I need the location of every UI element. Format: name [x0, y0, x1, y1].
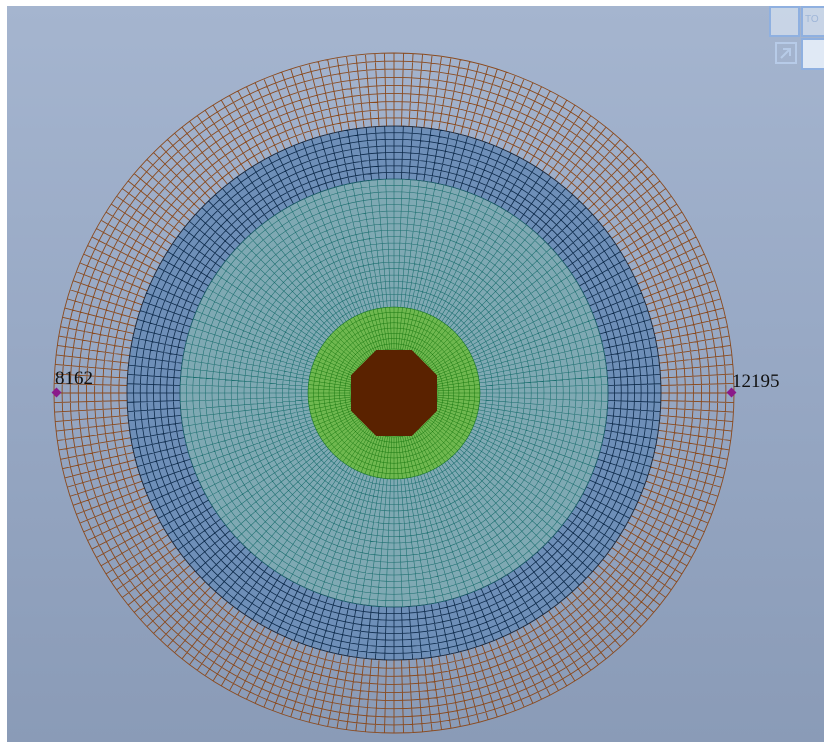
node-marker-left: [51, 387, 62, 398]
node-label-left: 8162: [55, 368, 93, 389]
graphics-viewport[interactable]: 8162 12195 TO: [7, 6, 824, 742]
view-cube-top-label: TO: [805, 14, 819, 25]
fit-view-arrow-icon[interactable]: [775, 42, 797, 64]
view-cube[interactable]: TO: [769, 6, 824, 70]
mesh-plot: [51, 52, 737, 734]
node-label-right: 12195: [732, 371, 780, 392]
view-cube-face[interactable]: [769, 6, 800, 37]
core-octagon: [351, 350, 437, 436]
node-marker-right: [726, 387, 737, 398]
view-cube-top-face[interactable]: [801, 6, 824, 37]
view-cube-corner[interactable]: [801, 38, 824, 70]
green-ring: [307, 306, 481, 480]
